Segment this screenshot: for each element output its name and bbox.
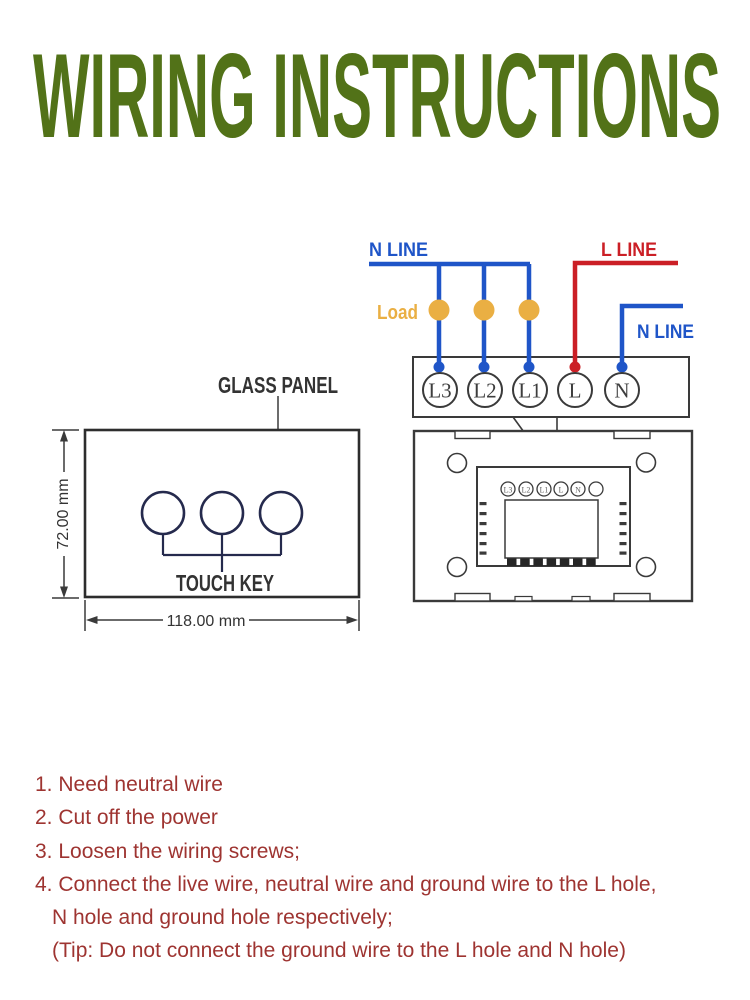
terminal-label-l2: L2	[473, 379, 496, 403]
wire-end-dot-l	[569, 361, 581, 373]
screw-hole-bottom-left	[446, 556, 468, 578]
touch-key-label: TOUCH KEY	[176, 570, 274, 596]
module-hole-l2	[518, 481, 534, 497]
wire-end-dot-n	[616, 361, 628, 373]
instructions-list: 1. Need neutral wire 2. Cut off the powe…	[35, 768, 656, 968]
wiring-diagram-canvas: WIRING INSTRUCTIONS N LINE L LINE Load N…	[33, 29, 721, 631]
terminal-hole-l	[557, 372, 593, 408]
instruction-tip: (Tip: Do not connect the ground wire to …	[52, 939, 626, 963]
terminal-label-l3: L3	[428, 379, 451, 403]
terminal-label-n: N	[614, 379, 629, 403]
module-hole-l	[553, 481, 569, 497]
back-panel-bottom-notch-left	[454, 592, 491, 602]
wiring-lines	[369, 260, 683, 373]
terminal-hole-l1	[512, 372, 548, 408]
terminal-holes: L3 L2 L1 L N	[422, 372, 640, 408]
back-panel-top-notch-right	[613, 430, 651, 440]
module-right-pins	[619, 502, 627, 555]
instruction-step-3: 3. Loosen the wiring screws;	[35, 839, 300, 863]
module-left-pins	[479, 502, 487, 555]
load-bulb-2	[473, 299, 495, 321]
front-panel-diagram: GLASS PANEL TOUCH KEY	[83, 372, 361, 599]
width-arrow-left	[86, 616, 98, 624]
module-hole-label-l: L	[559, 485, 564, 494]
terminal-hole-l2	[467, 372, 503, 408]
wire-end-dot-l2	[478, 361, 490, 373]
n-line-right-wire	[619, 303, 683, 367]
module-hole-l3	[500, 481, 516, 497]
back-panel-bottom-notch-mid2	[571, 595, 591, 602]
page-title: WIRING INSTRUCTIONS	[33, 29, 721, 163]
l-line-wire	[572, 260, 678, 367]
terminal-block	[412, 356, 690, 418]
module-hole-label-n: N	[575, 485, 581, 494]
height-arrow-up	[60, 430, 68, 442]
terminal-label-l1: L1	[518, 379, 541, 403]
height-dimension: 72.00 mm	[52, 429, 79, 599]
terminal-block-outline	[412, 356, 690, 418]
module-hole-blank	[588, 481, 604, 497]
back-panel-bottom-notch-right	[613, 592, 651, 602]
height-arrow-down	[60, 586, 68, 598]
load-label: Load	[377, 302, 418, 324]
terminal-hole-n	[604, 372, 640, 408]
instruction-step-2: 2. Cut off the power	[35, 806, 218, 830]
height-dimension-label: 72.00 mm	[55, 478, 72, 549]
module-bottom-pins	[507, 558, 596, 566]
screw-hole-top-left	[446, 452, 468, 474]
back-panel-bottom-notch-mid1	[514, 595, 533, 602]
module-hole-label-l1: L1	[540, 485, 549, 494]
module-hole-label-l3: L3	[504, 485, 513, 494]
terminal-hole-l3	[422, 372, 458, 408]
instruction-step-4: 4. Connect the live wire, neutral wire a…	[35, 872, 657, 896]
touch-key-bracket	[161, 534, 283, 572]
terminal-label-l: L	[569, 379, 582, 403]
l-line-label: L LINE	[601, 239, 657, 261]
load-bulb-1	[428, 299, 450, 321]
wire-end-dot-l1	[523, 361, 535, 373]
instruction-step-4-continued: N hole and ground hole respectively;	[52, 906, 393, 930]
module-hole-n	[570, 481, 586, 497]
module-hole-label-l2: L2	[522, 485, 531, 494]
width-dimension-label: 118.00 mm	[167, 613, 246, 630]
n-line-right-label: N LINE	[637, 321, 694, 343]
n-line-top-label: N LINE	[369, 239, 428, 261]
height-dimension-lines	[52, 429, 79, 599]
back-panel-top-notch-left	[454, 430, 491, 440]
instruction-step-1: 1. Need neutral wire	[35, 773, 223, 796]
module-hole-l1	[536, 481, 552, 497]
wire-end-dot-l3	[433, 361, 445, 373]
screw-hole-top-right	[635, 452, 657, 473]
width-dimension-lines	[84, 600, 360, 631]
module-relay-box	[504, 499, 599, 559]
load-bulb-3	[518, 299, 540, 321]
screw-hole-bottom-right	[635, 556, 657, 578]
glass-panel-label: GLASS PANEL	[218, 372, 338, 398]
width-dimension: 118.00 mm	[84, 600, 360, 631]
back-panel-diagram: L3 L2 L1 L N	[412, 429, 694, 603]
width-arrow-right	[346, 616, 358, 624]
